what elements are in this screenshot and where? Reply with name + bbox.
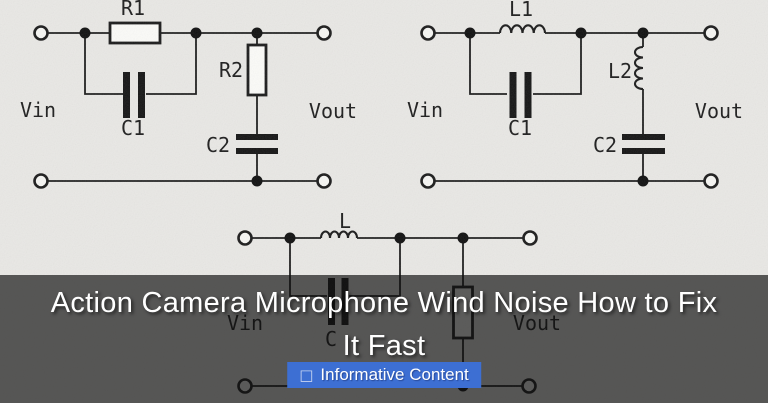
junction-dot	[637, 27, 649, 39]
badge-label: Informative Content	[320, 365, 469, 384]
title-line-2: It Fast	[342, 330, 426, 362]
terminal-gnd	[703, 173, 719, 189]
label-c1: C1	[121, 116, 145, 140]
terminal-gnd	[420, 173, 436, 189]
junction-dot	[457, 232, 469, 244]
title-line-1: Action Camera Microphone Wind Noise How …	[50, 287, 718, 319]
informative-content-badge: □ Informative Content	[287, 362, 481, 388]
terminal-vout	[703, 25, 719, 41]
label-vout: Vout	[309, 99, 357, 123]
label-r1: R1	[121, 0, 145, 20]
terminal-vout	[522, 230, 538, 246]
junction-dot	[637, 175, 649, 187]
label-c2: C2	[593, 133, 617, 157]
junction-dot	[284, 232, 296, 244]
inductor-l1	[498, 24, 547, 34]
capacitor-c2	[622, 134, 665, 154]
wires	[47, 32, 318, 182]
label-r2: R2	[219, 58, 243, 82]
missing-glyph-box-icon: □	[299, 366, 314, 384]
inductor-l2	[634, 45, 644, 91]
terminal-vin	[237, 230, 253, 246]
label-vin: Vin	[20, 98, 56, 122]
terminal-vin	[420, 25, 436, 41]
terminal-gnd	[316, 173, 332, 189]
label-vout: Vout	[695, 99, 743, 123]
lc-filter-circuit: L1 C1 L2 C2 Vin Vout	[407, 0, 743, 189]
junction-dot	[251, 27, 263, 39]
capacitor-c2	[236, 134, 278, 154]
label-c2: C2	[206, 133, 230, 157]
junction-dot	[394, 232, 406, 244]
terminal-vout	[316, 25, 332, 41]
junction-dot	[464, 27, 476, 39]
resistor-r1	[108, 21, 162, 45]
wires	[434, 32, 705, 182]
label-l2: L2	[608, 59, 632, 83]
label-l: L	[339, 209, 351, 233]
junction-dot	[575, 27, 587, 39]
junction-dot	[251, 175, 263, 187]
terminal-gnd	[33, 173, 49, 189]
video-title: Action Camera Microphone Wind Noise How …	[0, 282, 768, 368]
capacitor-c1	[509, 72, 532, 118]
label-c1: C1	[508, 116, 532, 140]
label-l1: L1	[509, 0, 533, 21]
terminal-vin	[33, 25, 49, 41]
label-vin: Vin	[407, 98, 443, 122]
capacitor-c1	[123, 72, 145, 118]
rc-filter-circuit: R1 C1 R2 C2 Vin Vout	[20, 0, 357, 189]
resistor-r2	[246, 43, 268, 97]
junction-dot	[79, 27, 91, 39]
junction-dot	[190, 27, 202, 39]
